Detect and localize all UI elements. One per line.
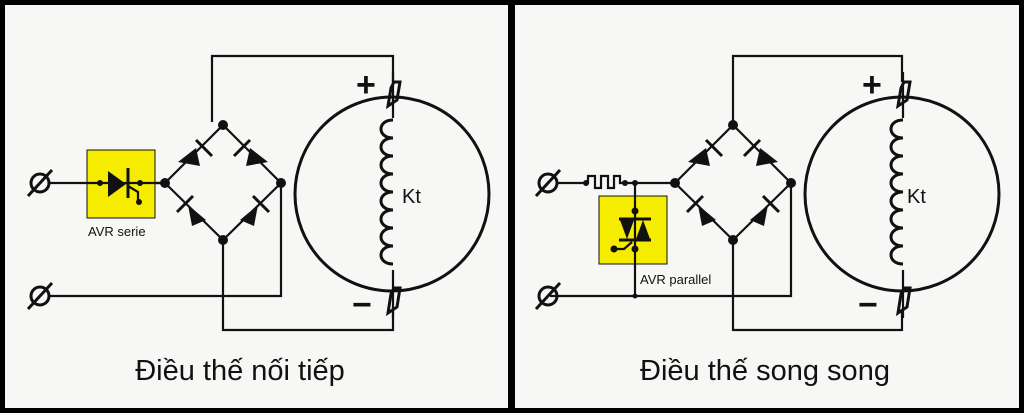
- plus-sign: +: [862, 66, 882, 104]
- triac-icon: [620, 220, 634, 239]
- resistor-icon: [558, 174, 675, 190]
- parallel-circuit: AVR parallel Kt + − Điều thế song song: [534, 54, 1001, 387]
- avr-serie-label: AVR serie: [88, 224, 146, 239]
- avr-parallel-box: [598, 195, 668, 265]
- minus-sign: −: [858, 286, 878, 324]
- thyristor-icon: [108, 171, 126, 197]
- coil-label: Kt: [907, 186, 926, 208]
- series-circuit: AVR serie Kt + − Điều thế nối tiếp: [26, 54, 491, 387]
- coil-label: Kt: [402, 186, 421, 208]
- caption-series: Điều thế nối tiếp: [135, 355, 345, 387]
- avr-parallel-label: AVR parallel: [640, 272, 711, 287]
- plus-sign: +: [356, 66, 376, 104]
- caption-parallel: Điều thế song song: [640, 355, 890, 387]
- minus-sign: −: [352, 286, 372, 324]
